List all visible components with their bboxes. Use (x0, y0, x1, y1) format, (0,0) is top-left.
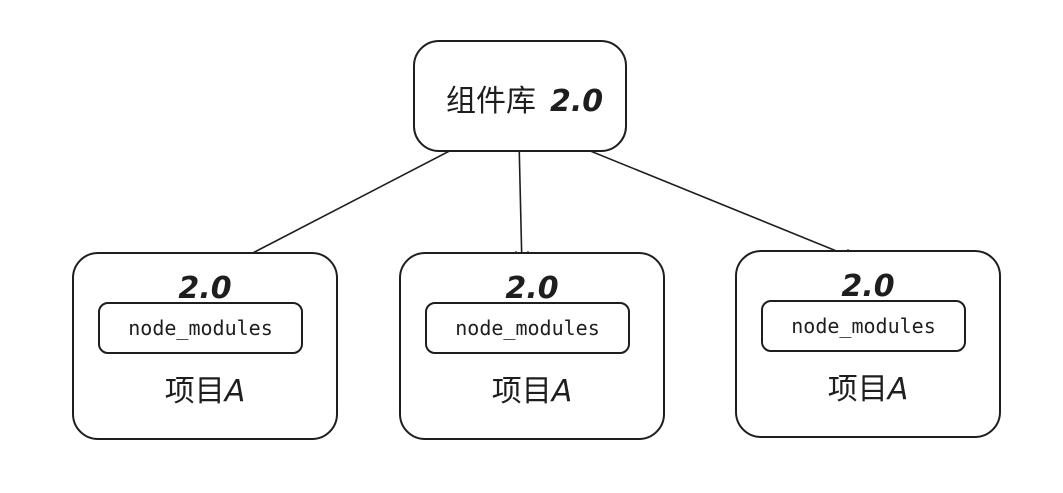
project-version: 2.0 (178, 271, 232, 306)
project-name: 项目A (399, 374, 665, 410)
project-name-suffix: A (551, 374, 573, 409)
project-name-prefix: 项目 (164, 374, 225, 409)
library-version: 2.0 (550, 84, 604, 119)
project-name: 项目A (72, 374, 338, 410)
project-node-2: 2.0 node_modules 项目A (399, 252, 665, 440)
node-modules-box: node_modules (761, 300, 966, 352)
project-node-3: 2.0 node_modules 项目A (735, 250, 1001, 438)
project-name-suffix: A (224, 374, 246, 409)
component-library-label: 组件库 2.0 (446, 76, 603, 120)
project-name-prefix: 项目 (491, 374, 552, 409)
node-modules-box: node_modules (425, 302, 630, 354)
project-name-prefix: 项目 (827, 372, 888, 407)
arrow-to-project-2 (518, 139, 523, 269)
arrow-to-project-3 (545, 132, 867, 264)
component-library-node (413, 40, 627, 152)
project-name-suffix: A (887, 372, 909, 407)
project-version: 2.0 (841, 269, 895, 304)
project-node-1: 2.0 node_modules 项目A (72, 252, 338, 440)
project-name: 项目A (735, 372, 1001, 408)
project-version: 2.0 (505, 271, 559, 306)
library-name: 组件库 (446, 84, 536, 119)
node-modules-box: node_modules (98, 302, 303, 354)
